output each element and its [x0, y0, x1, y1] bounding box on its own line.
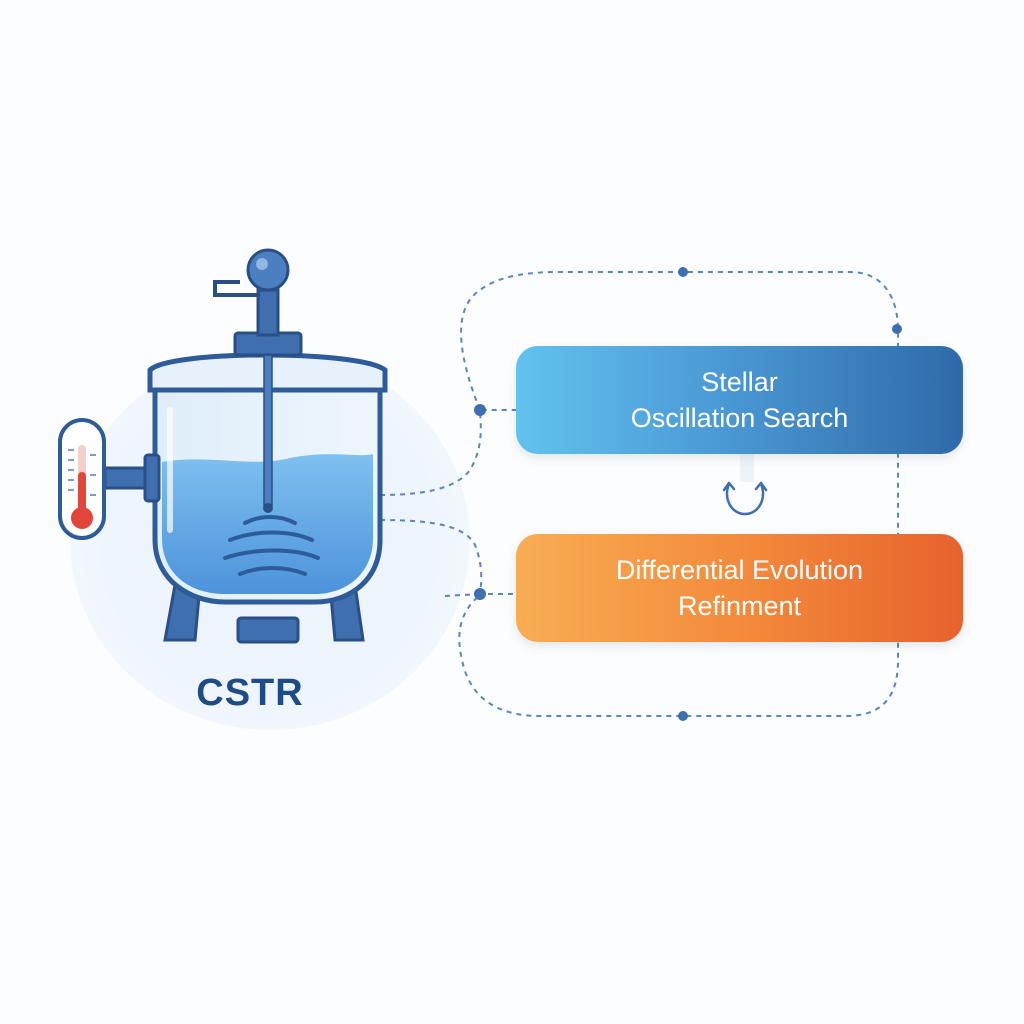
step-differential-evolution-refinement: Differential Evolution Refinment — [516, 534, 963, 642]
step-1-text: Stellar Oscillation Search — [611, 364, 869, 436]
outer-loop-connector — [458, 271, 899, 717]
step-2-text: Differential Evolution Refinment — [596, 552, 883, 624]
cstr-reactor-icon — [58, 248, 388, 644]
reactor-label: CSTR — [196, 672, 304, 714]
connector-node — [474, 588, 486, 600]
step-2-line2: Refinment — [677, 591, 802, 621]
step-1-line1: Stellar — [701, 367, 778, 397]
connector-node — [892, 324, 902, 334]
reactor-to-step1-connector — [379, 409, 516, 496]
connector-node — [474, 404, 486, 416]
link-stem — [740, 454, 754, 482]
step-stellar-oscillation-search: Stellar Oscillation Search — [516, 346, 963, 454]
step-1-line2: Oscillation Search — [630, 403, 849, 433]
thermometer-icon — [58, 418, 106, 540]
step-2-line1: Differential Evolution — [615, 555, 864, 585]
connector-node — [678, 711, 688, 721]
feedback-arrow-icon — [722, 481, 768, 516]
reactor-to-step2-connector — [379, 519, 516, 595]
connector-node — [678, 267, 688, 277]
